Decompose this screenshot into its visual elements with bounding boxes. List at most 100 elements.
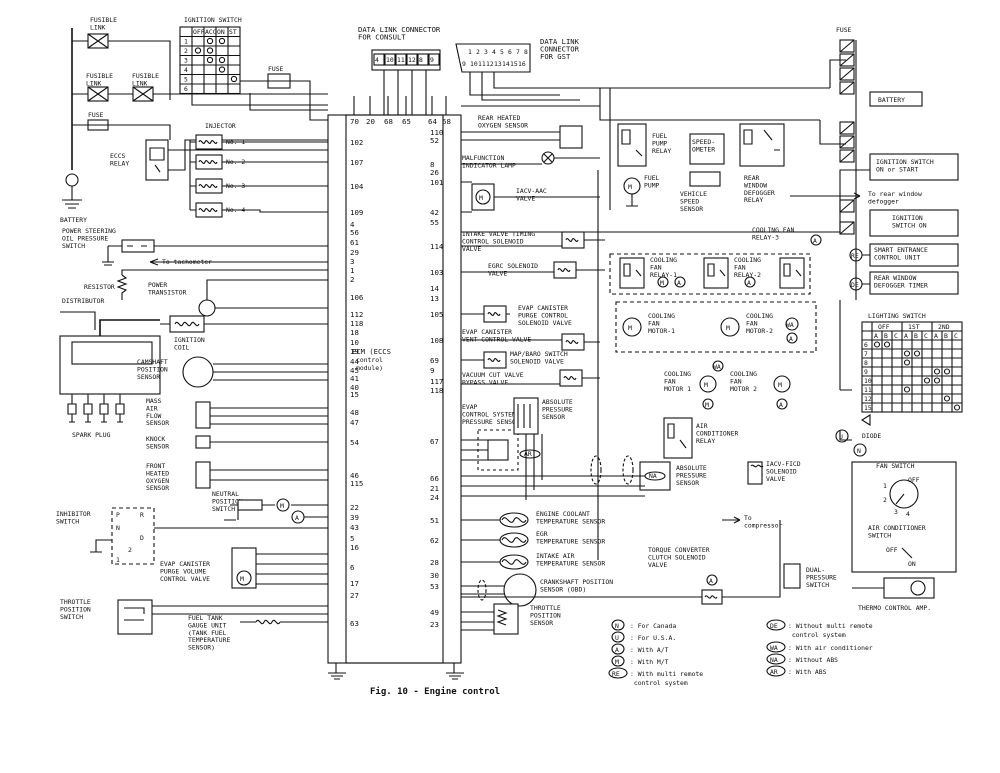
gst-pin-top: 3 [484,48,488,56]
ign-contact [206,56,214,64]
ecm-left-pin: 48 [350,408,359,417]
ecm-top-pin: 20 [366,117,375,126]
gst-pin-bottom: 13 [494,60,502,68]
spark-plug [115,394,125,423]
consult-pin: 4 [375,56,379,64]
light-contact [923,377,931,384]
ecm-right-pin: 69 [430,356,439,365]
ecm-right-pin: 9 [430,366,434,375]
ecm-left-pin: 115 [350,479,363,488]
fuse-link [839,67,855,81]
gst-pin-bottom: 10 [470,60,478,68]
injector-winding [198,160,218,164]
light-col-header: C [954,332,958,340]
de-mark: DE [851,281,859,289]
ecm-right-pin: 110 [430,128,443,137]
battery-label: BATTERY [60,216,87,224]
gst-pin-top: 7 [516,48,520,56]
ecm-left-pin: 10 [350,338,359,347]
gst-pin-top: 8 [524,48,528,56]
ign-contact [206,37,214,45]
ign-contact [218,56,226,64]
distributor-label: DISTRIBUTOR [62,297,104,305]
fan-mark-4: 4 [906,510,910,518]
svg-text:A: A [779,401,783,409]
re-mark: RE [851,252,859,260]
injector-coil [195,154,223,170]
ecm-right-pin: 28 [430,558,439,567]
gst-pin-top: 5 [500,48,504,56]
light-row-header: 15 [864,404,872,412]
ecm-top-pin: 58 [442,117,451,126]
ecm-left-pin: 22 [350,503,359,512]
spark-plug [67,394,77,423]
legend-mark: N [615,622,619,630]
injector-coil [195,178,223,194]
ecm-right-pin: 24 [430,493,439,502]
legend-mark: NA [770,656,778,664]
light-row-header: 12 [864,395,872,403]
ecm-right-pin: 14 [430,284,439,293]
ecm-right-pin: 8 [430,160,434,169]
legend-mark: U [615,634,619,642]
consult-pin: 11 [397,56,405,64]
consult-pin: 12 [408,56,416,64]
svg-text:M: M [240,575,244,583]
light-col-header: A [934,332,938,340]
ign-row-header: 5 [184,76,188,84]
consult-pin-box [406,53,418,66]
ecm-top-pin: 70 [350,117,359,126]
legend-text: : For U.S.A. [630,634,676,642]
ecm-right-pin: 118 [430,386,443,395]
injector-coil [195,134,223,150]
ecm-left-pin: 44 [350,357,359,366]
legend-mark-shape [766,619,786,631]
legend-text: : For Canada [630,622,676,630]
lighting-switch-title: LIGHTING SWITCH [868,312,926,320]
ecm-right-pin: 55 [430,218,439,227]
ecm-left-pin: 19 [350,347,359,356]
inhibitor-position: N [116,524,120,532]
ecm-left-pin: 18 [350,328,359,337]
spark-plug [83,394,93,423]
legend-text: : With A/T [630,646,669,654]
inhibitor-position: D [140,534,144,542]
ign-table-frame [179,26,241,95]
ign-row-header: 3 [184,57,188,65]
ecm-right-pin: 62 [430,536,439,545]
svg-text:AR: AR [524,450,532,458]
ecm-right-pin: 105 [430,310,443,319]
legend-mark: A [615,646,619,654]
ign-col-header: ST [229,28,237,36]
legend-text: : Without multi remote control system [788,622,873,639]
ecm-left-pin: 47 [350,418,359,427]
injector-title: INJECTOR [205,122,236,130]
ecm-left-pin: 2 [350,275,354,284]
svg-text:WA: WA [713,363,721,371]
gst-pin-bottom: 12 [486,60,494,68]
ecm-left-pin: 106 [350,293,363,302]
ecm-left-pin: 61 [350,238,359,247]
spark-plug [99,394,109,423]
ecm-left-pin: 39 [350,513,359,522]
legend-mark: DE [770,622,778,630]
injector-wire [190,209,328,213]
ecm-left-pin: 107 [350,158,363,167]
svg-text:M: M [479,194,483,202]
ecm-top-pin: 68 [384,117,393,126]
